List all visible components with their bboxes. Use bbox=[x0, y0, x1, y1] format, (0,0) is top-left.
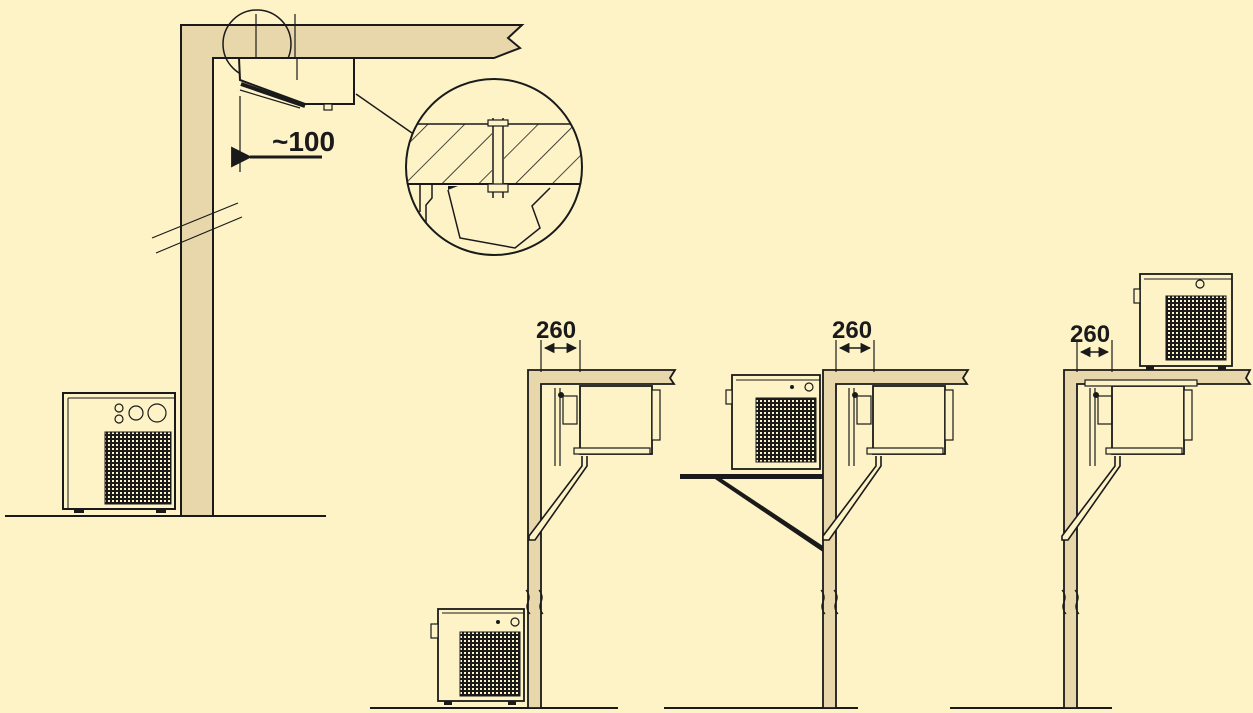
scene-unit-on-floor: 260 bbox=[370, 317, 677, 709]
scene-unit-on-roof: 260 bbox=[950, 273, 1252, 709]
bolt-anchor-detail-icon bbox=[405, 78, 583, 256]
clearance-label: 260 bbox=[536, 317, 576, 344]
wall-and-ceiling bbox=[1063, 369, 1252, 709]
ceiling-evaporator-icon bbox=[822, 385, 954, 541]
scene-unit-on-bracket: 260 bbox=[664, 317, 970, 709]
clearance-label: 260 bbox=[832, 317, 872, 344]
left-scene: ~100 bbox=[5, 9, 525, 517]
ceiling-evaporator-icon bbox=[1061, 379, 1198, 541]
wall-break-line bbox=[155, 216, 243, 254]
ceiling-evaporator-icon bbox=[237, 57, 355, 111]
condensing-unit-icon bbox=[1133, 273, 1233, 370]
clearance-label: 260 bbox=[1070, 321, 1110, 348]
wall-and-ceiling bbox=[527, 369, 677, 709]
condensing-unit-icon bbox=[62, 392, 176, 513]
wall-bracket bbox=[680, 474, 823, 552]
detail-leader-line bbox=[355, 93, 413, 134]
ceiling-evaporator-icon bbox=[528, 385, 661, 541]
wall-break-line bbox=[151, 202, 239, 239]
wall-and-ceiling bbox=[822, 369, 970, 709]
condensing-unit-icon bbox=[725, 374, 821, 470]
condensing-unit-icon bbox=[430, 608, 525, 705]
gap-dimension-label: ~100 bbox=[272, 126, 335, 157]
